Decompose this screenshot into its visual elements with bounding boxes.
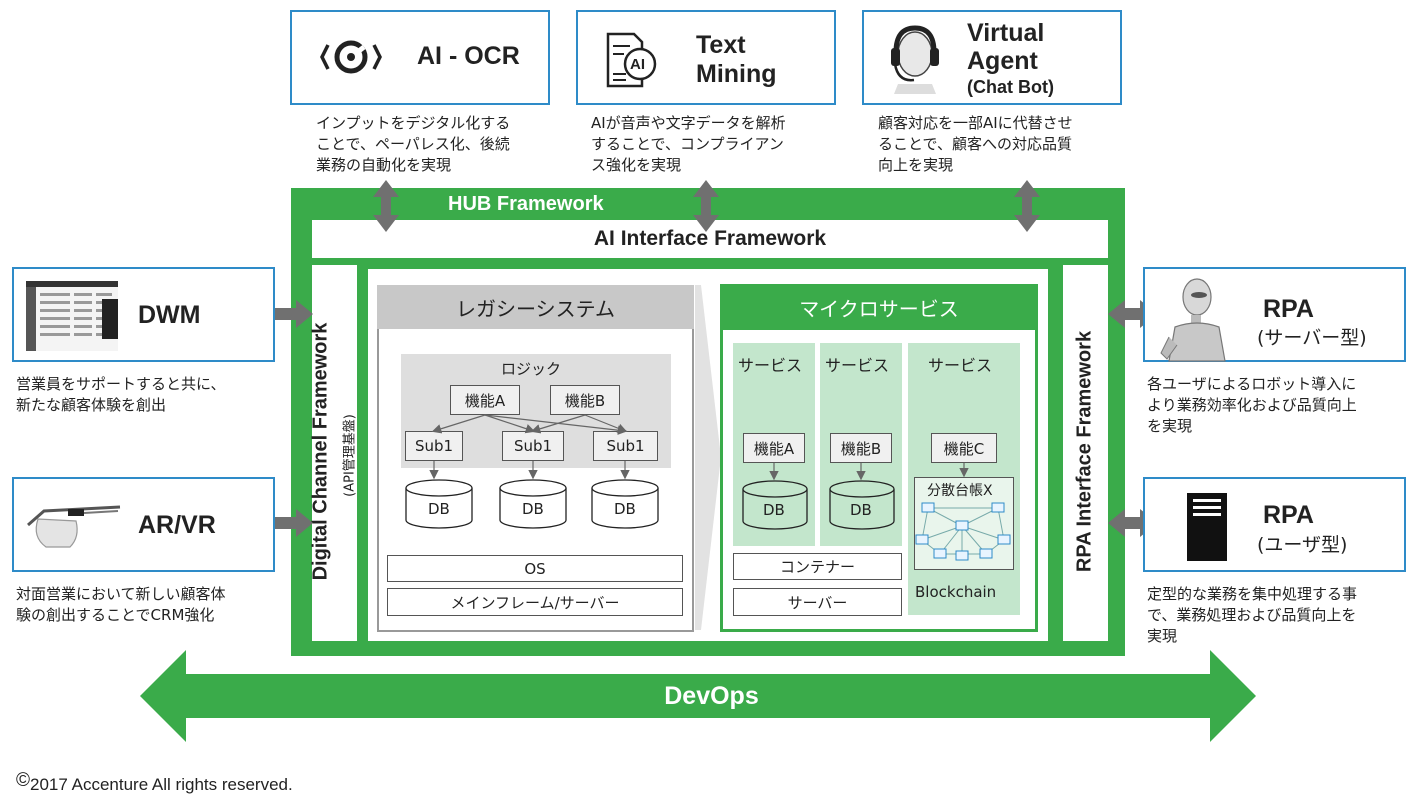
ai-ocr-description: インプットをデジタル化する ことで、ペーパレス化、後続 業務の自動化を実現: [316, 114, 511, 174]
digital-channel-column: [312, 265, 357, 641]
rpa-server-subtitle: (サーバー型): [1257, 327, 1367, 349]
dwm-description: 営業員をサポートすると共に、 新たな顧客体験を創出: [16, 375, 226, 414]
rpa-user-description: 定型的な業務を集中処理する事 で、業務処理および品質向上を 実現: [1147, 585, 1358, 645]
copyright-text: ©2017 Accenture All rights reserved.: [16, 770, 293, 795]
virtual-agent-description: 顧客対応を一部AIに代替させ ることで、顧客への対応品質 向上を実現: [878, 114, 1073, 174]
arvr-title: AR/VR: [138, 511, 216, 539]
legacy-sub1-c: Sub1: [593, 431, 658, 461]
legacy-sub1-b: Sub1: [502, 431, 564, 461]
hub-title: HUB Framework: [448, 193, 604, 215]
virtual-agent-title-line2: Agent: [967, 47, 1038, 75]
micro-func-a: 機能A: [743, 433, 805, 463]
blockchain-label: Blockchain: [915, 583, 997, 601]
legacy-db-2-label: DB: [522, 500, 544, 518]
legacy-mainframe-bar: メインフレーム/サーバー: [387, 588, 683, 616]
micro-db-b-label: DB: [850, 501, 872, 519]
microservices-title-bar: マイクロサービス: [720, 284, 1038, 330]
ai-ocr-card: AI - OCR: [290, 10, 550, 105]
devops-label: DevOps: [664, 682, 759, 710]
document-ai-icon: [606, 32, 657, 88]
migration-chevron: [695, 285, 721, 630]
legacy-db-1-label: DB: [428, 500, 450, 518]
copyright-symbol: ©: [16, 770, 30, 791]
micro-db-b: [829, 480, 895, 530]
server-tower-icon: [1187, 493, 1227, 561]
text-mining-icon-text: AI: [630, 56, 645, 73]
text-mining-title-line1: Text: [696, 31, 746, 59]
ai-interface-label: AI Interface Framework: [593, 227, 827, 250]
legacy-title: レガシーシステム: [456, 296, 615, 321]
legacy-os-bar: OS: [387, 555, 683, 582]
legacy-sub1-a: Sub1: [405, 431, 463, 461]
blockchain-network-icon: [915, 502, 1011, 561]
virtual-agent-title-line1: Virtual: [967, 19, 1045, 47]
service-3-label: サービス: [928, 356, 993, 375]
legacy-db-3-label: DB: [614, 500, 636, 518]
micro-db-a: [742, 480, 808, 530]
rpa-user-card: RPA (ユーザ型): [1143, 477, 1406, 572]
microservices-title: マイクロサービス: [799, 296, 959, 321]
rpa-server-description: 各ユーザによるロボット導入に より業務効率化および品質向上 を実現: [1147, 375, 1357, 435]
legacy-db-2: [499, 479, 567, 529]
arvr-card: AR/VR: [12, 477, 275, 572]
micro-db-a-label: DB: [763, 501, 785, 519]
copyright-notice: 2017 Accenture All rights reserved.: [30, 775, 293, 794]
rpa-user-subtitle: (ユーザ型): [1257, 534, 1348, 556]
logic-label: ロジック: [501, 360, 562, 378]
text-mining-title-line2: Mining: [696, 60, 777, 88]
legacy-func-b: 機能B: [550, 385, 620, 415]
dashboard-screenshot-icon: [26, 281, 118, 351]
dwm-title: DWM: [138, 301, 201, 329]
rpa-server-title: RPA: [1263, 295, 1314, 323]
rpa-interface-column: [1063, 265, 1108, 641]
micro-func-c: 機能C: [931, 433, 997, 463]
legacy-db-3: [591, 479, 659, 529]
server-bar: サーバー: [733, 588, 902, 616]
virtual-agent-title-line3: (Chat Bot): [967, 77, 1054, 97]
rpa-server-card: RPA (サーバー型): [1143, 267, 1406, 362]
eye-icon: [320, 40, 382, 74]
micro-func-b: 機能B: [830, 433, 892, 463]
distributed-ledger-label: 分散台帳X: [927, 483, 993, 499]
legacy-title-bar: レガシーシステム: [377, 285, 694, 329]
ai-ocr-title: AI - OCR: [417, 42, 520, 70]
virtual-agent-card: Virtual Agent (Chat Bot): [862, 10, 1122, 105]
legacy-db-1: [405, 479, 473, 529]
legacy-func-a: 機能A: [450, 385, 520, 415]
dwm-card: DWM: [12, 267, 275, 362]
rpa-user-title: RPA: [1263, 501, 1314, 529]
arvr-description: 対面営業において新しい顧客体 験の創出することでCRM強化: [16, 585, 226, 624]
headset-agent-icon: [891, 25, 939, 94]
service-1-label: サービス: [738, 356, 803, 375]
robot-icon: [1160, 278, 1226, 362]
text-mining-card: AI Text Mining: [576, 10, 836, 105]
service-2-label: サービス: [825, 356, 890, 375]
text-mining-description: AIが音声や文字データを解析 することで、コンプライアン ス強化を実現: [591, 114, 786, 174]
smart-glasses-icon: [27, 505, 121, 548]
container-bar: コンテナー: [733, 553, 902, 580]
